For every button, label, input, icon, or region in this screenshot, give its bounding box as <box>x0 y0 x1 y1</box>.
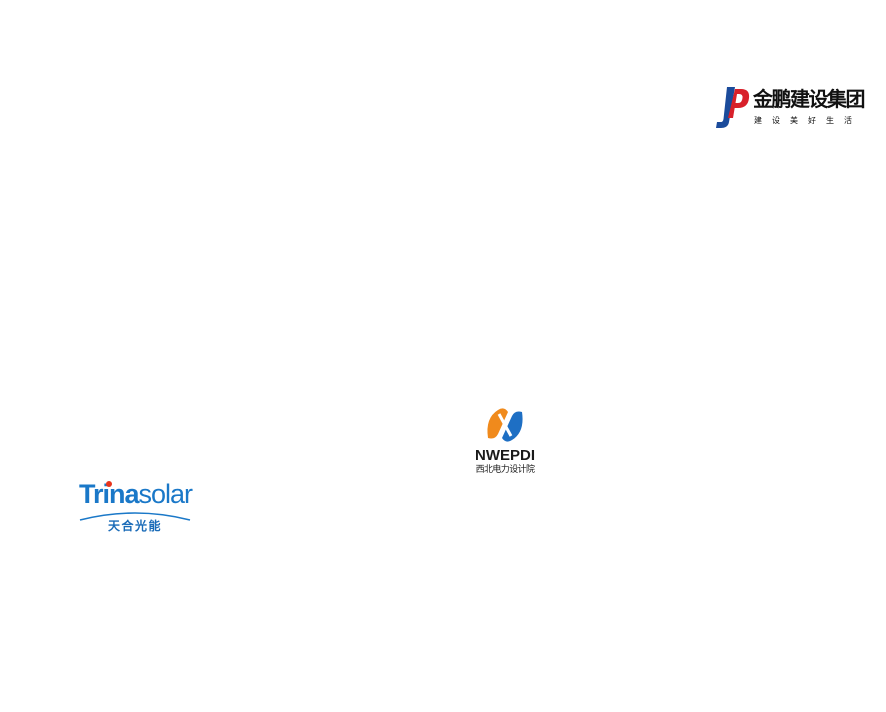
nwepdi-logo: NWEPDI 西北电力设计院 <box>466 404 544 478</box>
trina-chinese-name: 天合光能 <box>107 519 162 533</box>
jinpeng-jp-mark-icon <box>716 87 750 128</box>
trina-red-dot-icon <box>106 481 112 487</box>
jinpeng-slogan-char: 生 <box>826 116 834 125</box>
jinpeng-company-name: 金鹏建设集团 <box>753 87 866 111</box>
trina-solar-logo: Trinasolar 天合光能 <box>76 478 196 536</box>
jinpeng-slogan-char: 活 <box>844 116 852 125</box>
jinpeng-slogan-char: 建 <box>754 116 762 125</box>
jinpeng-slogan-char: 设 <box>772 116 780 125</box>
trina-wordmark-light: solar <box>138 479 194 509</box>
jinpeng-logo: 金鹏建设集团 建 设 美 好 生 活 <box>715 86 866 132</box>
jinpeng-slogan: 建 设 美 好 生 活 <box>754 116 852 126</box>
jinpeng-slogan-char: 好 <box>808 116 816 125</box>
nwepdi-chinese-name: 西北电力设计院 <box>475 465 535 475</box>
trina-arc-icon <box>79 512 191 521</box>
jinpeng-slogan-char: 美 <box>790 116 798 125</box>
nwepdi-n-mark-icon <box>487 408 523 442</box>
nwepdi-name: NWEPDI <box>475 447 535 464</box>
trina-wordmark: Trinasolar <box>79 478 194 510</box>
